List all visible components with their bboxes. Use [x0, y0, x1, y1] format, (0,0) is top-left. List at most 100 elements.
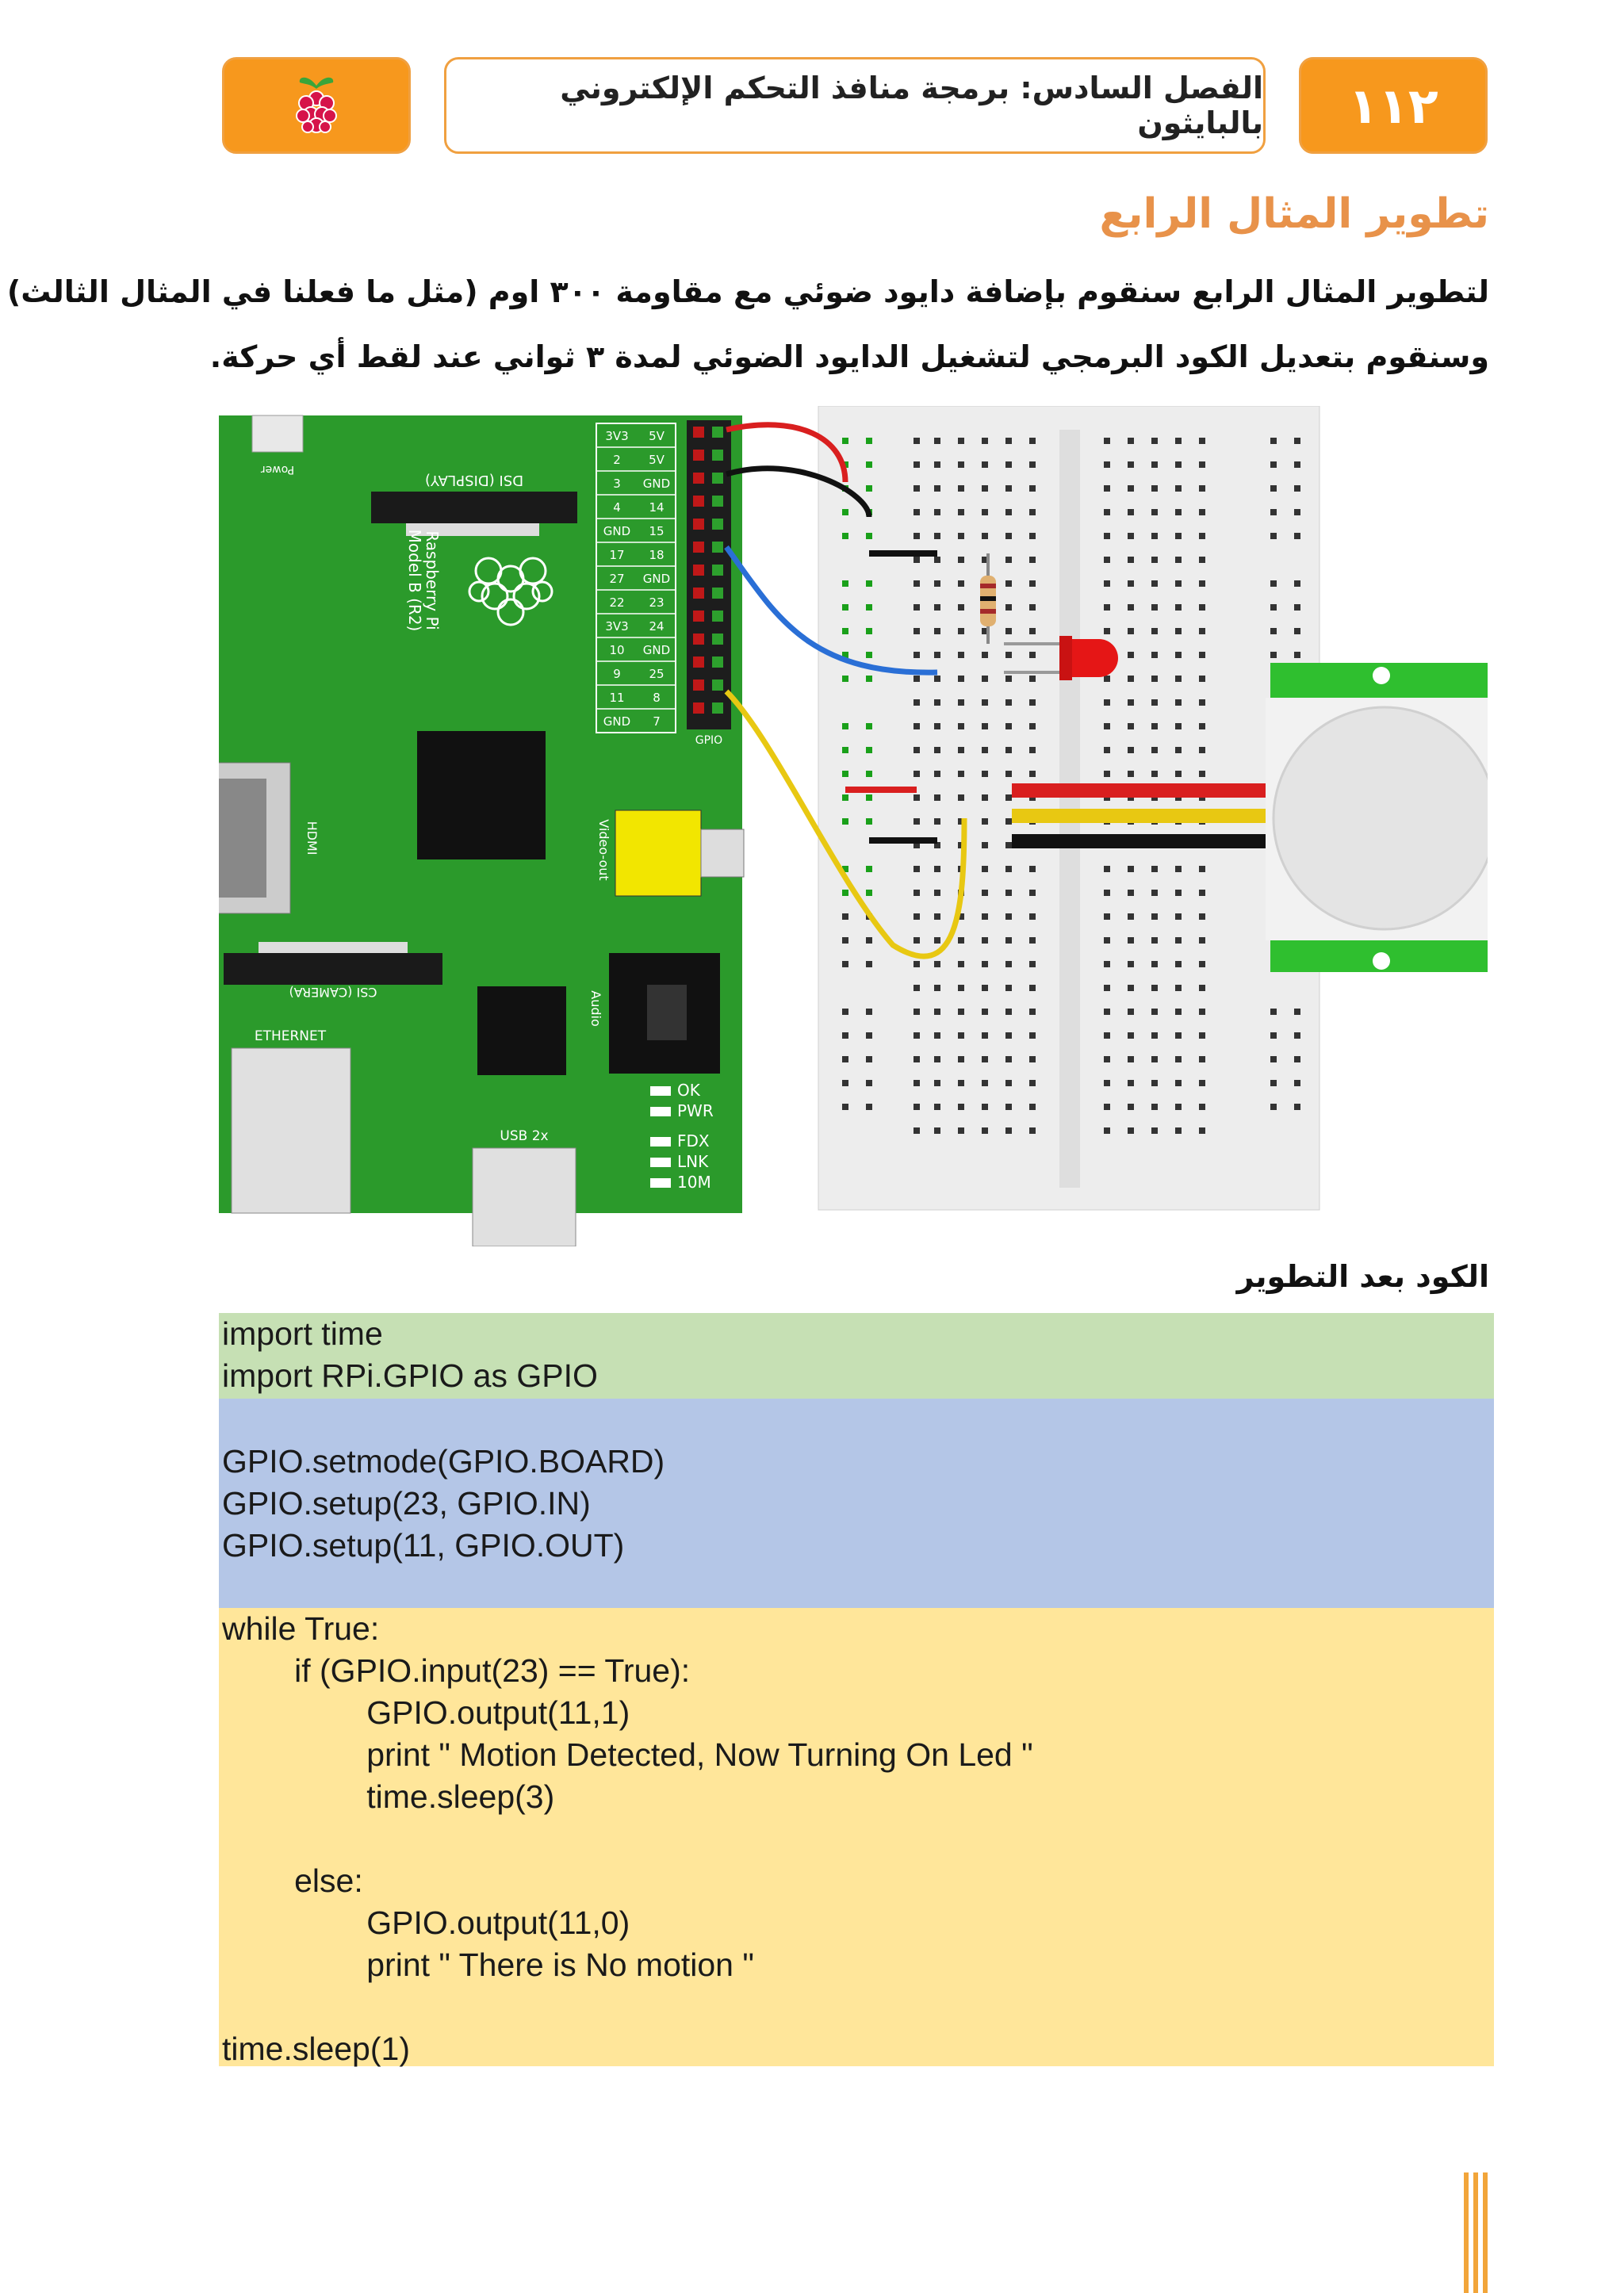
breadboard-hole: [1199, 1127, 1205, 1134]
gpio-pin: [693, 450, 704, 461]
breadboard-hole: [1270, 1032, 1277, 1039]
gpio-pin: [712, 588, 723, 599]
breadboard-hole: [1128, 771, 1134, 777]
page-number: ١١٢: [1348, 76, 1438, 135]
breadboard-hole: [866, 1080, 872, 1086]
breadboard-hole: [982, 1127, 988, 1134]
breadboard-hole: [1270, 485, 1277, 492]
breadboard-hole: [1005, 818, 1012, 825]
decorative-bar: [1473, 2172, 1478, 2293]
breadboard-hole: [842, 676, 848, 682]
breadboard-hole: [866, 890, 872, 896]
breadboard-hole: [914, 652, 920, 658]
status-led: [650, 1178, 671, 1188]
breadboard-hole: [958, 771, 964, 777]
breadboard-hole: [1294, 509, 1300, 515]
breadboard-hole: [1151, 961, 1158, 967]
breadboard-hole: [1029, 533, 1036, 539]
ethernet-port: [231, 1047, 351, 1214]
status-led-label: PWR: [677, 1101, 714, 1120]
breadboard-hole: [1005, 747, 1012, 753]
breadboard-hole: [1128, 937, 1134, 944]
code-line: import RPi.GPIO as GPIO: [222, 1357, 598, 1394]
code-line: [222, 1818, 1494, 1860]
breadboard-hole: [914, 509, 920, 515]
csi-label: CSI (CAMERA): [289, 985, 377, 1000]
breadboard-hole: [1199, 1104, 1205, 1110]
breadboard-hole: [842, 961, 848, 967]
breadboard-hole: [934, 580, 940, 587]
breadboard-hole: [1151, 723, 1158, 729]
breadboard-hole: [1151, 985, 1158, 991]
breadboard-hole: [914, 676, 920, 682]
breadboard-hole: [1151, 676, 1158, 682]
breadboard-hole: [1104, 747, 1110, 753]
breadboard-hole: [842, 723, 848, 729]
breadboard-hole: [1104, 580, 1110, 587]
model-label: Model B (R2): [405, 530, 424, 632]
breadboard-hole: [866, 485, 872, 492]
breadboard-hole: [866, 604, 872, 611]
breadboard-hole: [934, 866, 940, 872]
breadboard-hole: [958, 1127, 964, 1134]
paragraph-line-1: لتطوير المثال الرابع سنقوم بإضافة دايود …: [6, 274, 1489, 309]
gpio-pin-label: GND: [603, 714, 630, 729]
breadboard-hole: [1029, 747, 1036, 753]
code-block-loop: while True: if (GPIO.input(23) == True):…: [219, 1608, 1494, 2067]
breadboard-hole: [934, 747, 940, 753]
breadboard-hole: [914, 913, 920, 920]
breadboard-hole: [1005, 1104, 1012, 1110]
breadboard-hole: [1294, 533, 1300, 539]
breadboard-hole: [1151, 1080, 1158, 1086]
breadboard-hole: [958, 1009, 964, 1015]
breadboard-hole: [1151, 580, 1158, 587]
breadboard-hole: [842, 438, 848, 444]
breadboard-hole: [1294, 485, 1300, 492]
breadboard-hole: [958, 723, 964, 729]
breadboard-hole: [866, 438, 872, 444]
led: [1004, 636, 1118, 680]
breadboard-hole: [982, 1032, 988, 1039]
breadboard-hole: [842, 747, 848, 753]
dsi-connector: [371, 492, 577, 523]
breadboard-hole: [1199, 771, 1205, 777]
breadboard-hole: [1175, 652, 1182, 658]
dsi-label: DSI (DISPLAY): [425, 472, 523, 488]
breadboard-hole: [958, 794, 964, 801]
breadboard-hole: [866, 580, 872, 587]
breadboard-hole: [1199, 1056, 1205, 1062]
breadboard-hole: [842, 1009, 848, 1015]
breadboard-hole: [914, 438, 920, 444]
breadboard-hole: [1104, 890, 1110, 896]
breadboard-hole: [1029, 580, 1036, 587]
breadboard-hole: [1199, 628, 1205, 634]
breadboard-hole: [1294, 604, 1300, 611]
gpio-pin-label: 11: [609, 691, 624, 705]
breadboard-hole: [1005, 557, 1012, 563]
breadboard-hole: [958, 652, 964, 658]
breadboard-hole: [1270, 628, 1277, 634]
gpio-pin: [693, 542, 704, 553]
breadboard-hole: [1175, 866, 1182, 872]
breadboard-hole: [1029, 509, 1036, 515]
gpio-pin-label: 8: [653, 691, 661, 705]
breadboard-hole: [1199, 461, 1205, 468]
breadboard-hole: [1151, 1009, 1158, 1015]
breadboard-hole: [1175, 533, 1182, 539]
gpio-pin-label: 5V: [649, 429, 665, 443]
breadboard-hole: [1128, 1056, 1134, 1062]
breadboard-hole: [1128, 1104, 1134, 1110]
breadboard-hole: [958, 509, 964, 515]
ethernet-label: ETHERNET: [255, 1028, 327, 1044]
breadboard-hole: [1151, 1056, 1158, 1062]
breadboard-hole: [842, 1104, 848, 1110]
breadboard-hole: [1175, 1009, 1182, 1015]
breadboard-hole: [958, 937, 964, 944]
code-section-label: الكود بعد التطوير: [1236, 1259, 1489, 1294]
code-line: [222, 1399, 1494, 1441]
breadboard-hole: [1175, 937, 1182, 944]
breadboard-hole: [1128, 723, 1134, 729]
breadboard-hole: [914, 866, 920, 872]
breadboard-hole: [1151, 699, 1158, 706]
breadboard-hole: [1151, 485, 1158, 492]
